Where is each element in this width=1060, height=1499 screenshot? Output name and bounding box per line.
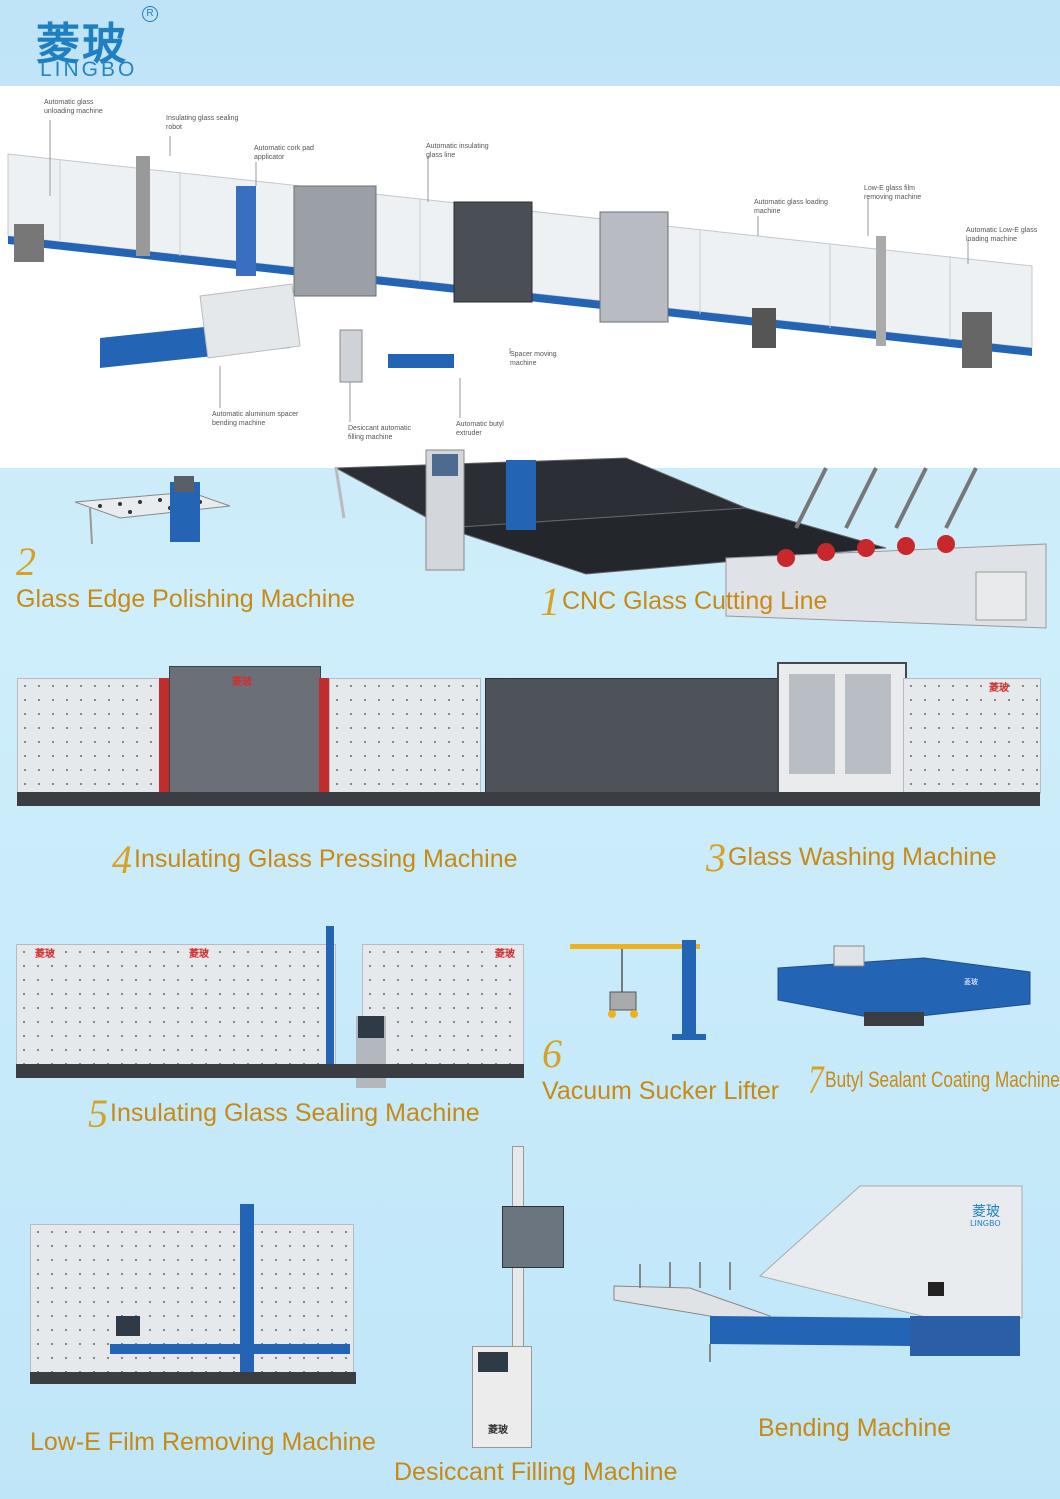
sealing-brand-tag-2: 菱玻: [189, 949, 209, 960]
bending-brand-cn: 菱玻: [972, 1204, 1000, 1220]
production-line-diagram: Automatic glass unloading machine Insula…: [0, 86, 1060, 468]
brand-logo-en: LINGBO: [40, 58, 138, 81]
caption-washing: 3Glass Washing Machine: [706, 835, 997, 880]
lowe-film-removing-image: [30, 1204, 356, 1400]
callout-spacer-moving: Spacer moving machine: [510, 351, 557, 367]
callout-glass-unloading: Automatic glass unloading machine: [44, 99, 103, 115]
sealing-brand-tag-1: 菱玻: [35, 949, 55, 960]
washing-brand-tag: 菱玻: [989, 683, 1009, 694]
registered-mark: R: [142, 6, 158, 22]
callout-lowe-loading: Automatic Low-E glass loading machine: [966, 227, 1038, 243]
butyl-coating-machine-image: 菱玻: [777, 945, 1031, 1026]
cnc-cutting-line-image: [334, 449, 1047, 629]
bending-brand-en: LINGBO: [970, 1219, 1001, 1228]
edge-polishing-machine-image: [74, 476, 231, 545]
caption-lowe-film: Low-E Film Removing Machine: [30, 1428, 376, 1456]
callout-sealing-robot: Insulating glass sealing robot: [166, 115, 239, 131]
desiccant-filling-image: 菱玻: [462, 1146, 586, 1462]
callout-butyl: Automatic butyl extruder: [456, 421, 504, 437]
callout-cork-pad: Automatic cork pad applicator: [254, 145, 314, 161]
caption-pressing: 4Insulating Glass Pressing Machine: [112, 837, 518, 882]
caption-bending: Bending Machine: [758, 1414, 952, 1442]
caption-desiccant: Desiccant Filling Machine: [394, 1458, 678, 1486]
callout-insulating-line: Automatic insulating glass line: [426, 143, 489, 159]
caption-cnc-cutting: 1CNC Glass Cutting Line: [540, 579, 828, 624]
pressing-washing-line-image: 菱玻 菱玻: [17, 662, 1041, 808]
callout-spacer-bending: Automatic aluminum spacer bending machin…: [212, 411, 299, 427]
sealing-brand-tag-3: 菱玻: [495, 949, 515, 960]
brand-logo-cn: 菱玻: [36, 19, 128, 70]
pressing-brand-tag: 菱玻: [232, 677, 252, 688]
bending-machine-image: 菱玻 LINGBO: [613, 1185, 1023, 1362]
caption-butyl: 7Butyl Sealant Coating Machine: [808, 1057, 1060, 1102]
caption-sealing: 5Insulating Glass Sealing Machine: [88, 1091, 480, 1136]
butyl-brand-tag: 菱玻: [964, 977, 978, 986]
desiccant-brand-tag: 菱玻: [488, 1425, 508, 1436]
sealing-machine-image: 菱玻 菱玻 菱玻: [16, 926, 524, 1090]
vacuum-sucker-lifter-image: [570, 940, 706, 1040]
callout-desiccant: Desiccant automatic filling machine: [348, 425, 412, 441]
production-line-illustration: [7, 120, 1033, 422]
callout-lowe-film: Low-E glass film removing machine: [864, 185, 922, 201]
callout-glass-loading: Automatic glass loading machine: [754, 199, 828, 215]
